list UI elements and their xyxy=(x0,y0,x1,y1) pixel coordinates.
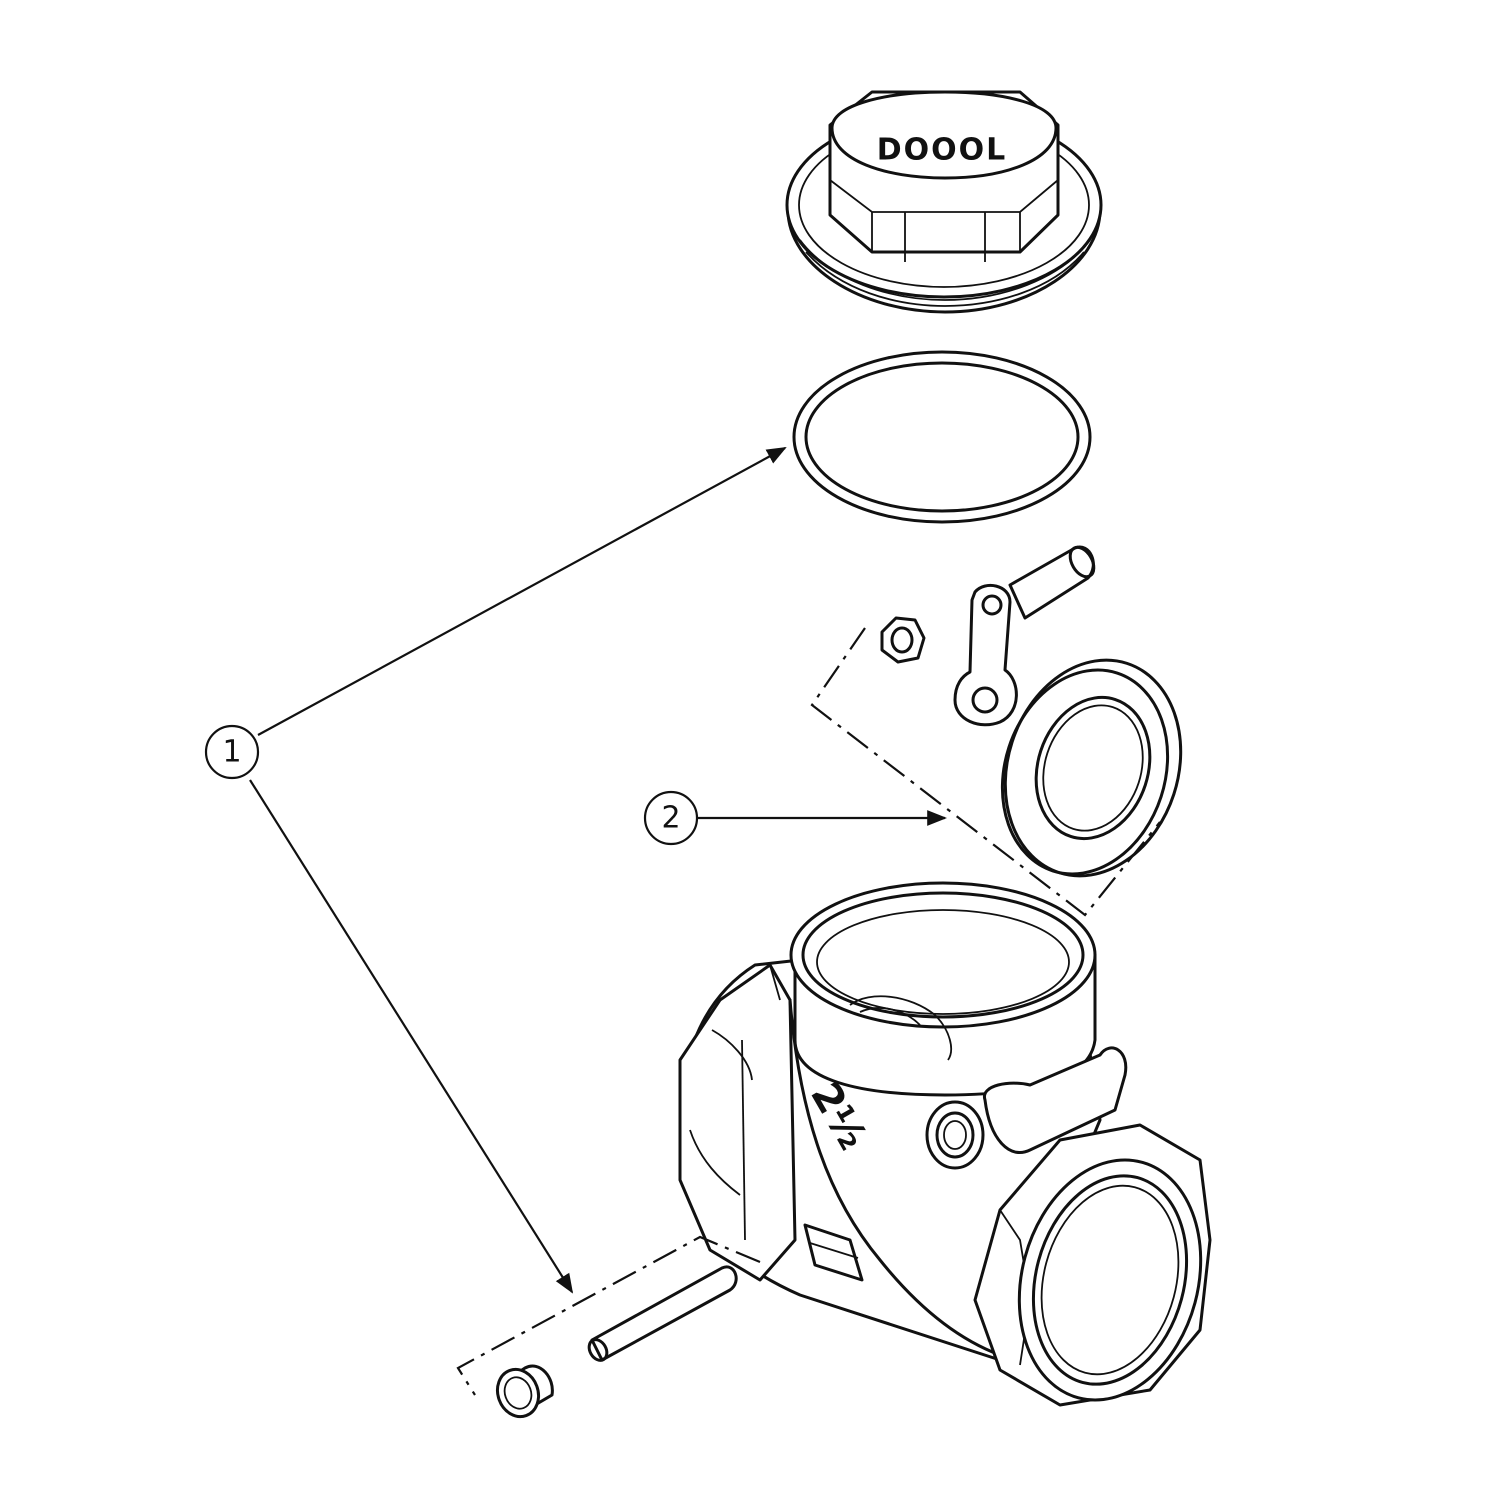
callout-1-label: 1 xyxy=(222,735,241,770)
valve-disc xyxy=(1000,658,1183,878)
callout-1: 1 xyxy=(204,447,787,1294)
leader-1-to-pin xyxy=(249,779,574,1294)
plug-bolt xyxy=(495,1364,554,1419)
cap-marking: DOOOL xyxy=(877,133,1008,168)
callout-1-circle xyxy=(204,724,260,780)
valve-body: 2½ xyxy=(678,881,1212,1407)
shaft-pin xyxy=(587,1265,738,1362)
hinge-pin xyxy=(1008,545,1096,620)
callout-2: 2 xyxy=(643,790,947,846)
o-ring xyxy=(792,350,1092,524)
hex-nut xyxy=(880,616,926,664)
leader-1-to-o-ring xyxy=(257,447,787,736)
valve-cap: DOOOL xyxy=(785,90,1103,314)
callout-2-circle xyxy=(643,790,699,846)
swing-arm xyxy=(953,583,1018,727)
callout-2-label: 2 xyxy=(661,801,680,836)
assembly-line-disc xyxy=(810,627,1161,917)
assembly-line-pin xyxy=(456,1235,761,1396)
